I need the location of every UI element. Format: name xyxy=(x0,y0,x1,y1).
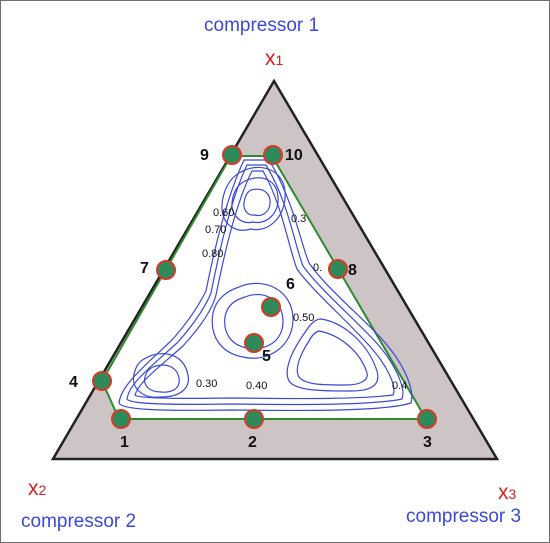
point-label-2: 2 xyxy=(248,434,257,451)
operating-point-labels: 1 2 3 4 5 6 7 8 9 10 xyxy=(69,147,432,451)
contour-lines xyxy=(118,159,413,412)
operating-point-9 xyxy=(222,145,242,165)
contour-value-label: 0. xyxy=(313,262,322,274)
point-label-3: 3 xyxy=(423,434,432,451)
contour-line xyxy=(126,164,404,406)
x1-label: x1 xyxy=(265,47,284,70)
operating-point-4 xyxy=(92,371,112,391)
point-label-5: 5 xyxy=(262,348,271,365)
operating-point-1 xyxy=(111,409,131,429)
operating-points xyxy=(92,145,437,429)
point-label-10: 10 xyxy=(285,147,303,164)
contour-line xyxy=(211,282,294,359)
contour-value-label: 0.40 xyxy=(246,380,267,392)
contour-line xyxy=(132,353,189,398)
contour-line xyxy=(134,170,395,400)
operating-point-7 xyxy=(156,260,176,280)
point-label-4: 4 xyxy=(69,374,78,391)
point-label-8: 8 xyxy=(348,262,357,279)
contour-value-label: 0.3 xyxy=(291,213,306,225)
operating-point-10 xyxy=(263,145,283,165)
point-label-7: 7 xyxy=(140,260,149,277)
contour-line xyxy=(286,318,379,392)
contour-value-label: 0.60 xyxy=(213,207,234,219)
compressor-3-label: compressor 3 xyxy=(406,506,522,527)
contour-line xyxy=(296,330,368,386)
x2-label: x2 xyxy=(28,477,47,500)
contour-value-label: 0.30 xyxy=(196,378,217,390)
contour-value-label: 0.4 xyxy=(392,380,407,392)
contour-value-labels: 0.60 0.70 0.80 0.30 0.40 0.50 0.3 0. 0.4 xyxy=(196,207,407,392)
operating-point-5 xyxy=(244,333,264,353)
compressor-1-label: compressor 1 xyxy=(204,15,320,36)
point-label-9: 9 xyxy=(200,147,209,164)
contour-line xyxy=(144,364,180,393)
x3-label: x3 xyxy=(498,481,517,504)
contour-line xyxy=(231,177,279,224)
compressor-2-label: compressor 2 xyxy=(21,511,137,532)
contour-value-label: 0.80 xyxy=(202,248,223,260)
contour-line xyxy=(243,188,271,217)
point-label-1: 1 xyxy=(120,434,129,451)
operating-point-8 xyxy=(328,259,348,279)
operating-point-3 xyxy=(417,409,437,429)
operating-point-6 xyxy=(261,297,281,317)
operating-point-2 xyxy=(244,409,264,429)
point-label-6: 6 xyxy=(286,276,295,293)
contour-value-label: 0.70 xyxy=(205,224,226,236)
contour-line xyxy=(221,166,286,231)
contour-value-label: 0.50 xyxy=(293,312,314,324)
